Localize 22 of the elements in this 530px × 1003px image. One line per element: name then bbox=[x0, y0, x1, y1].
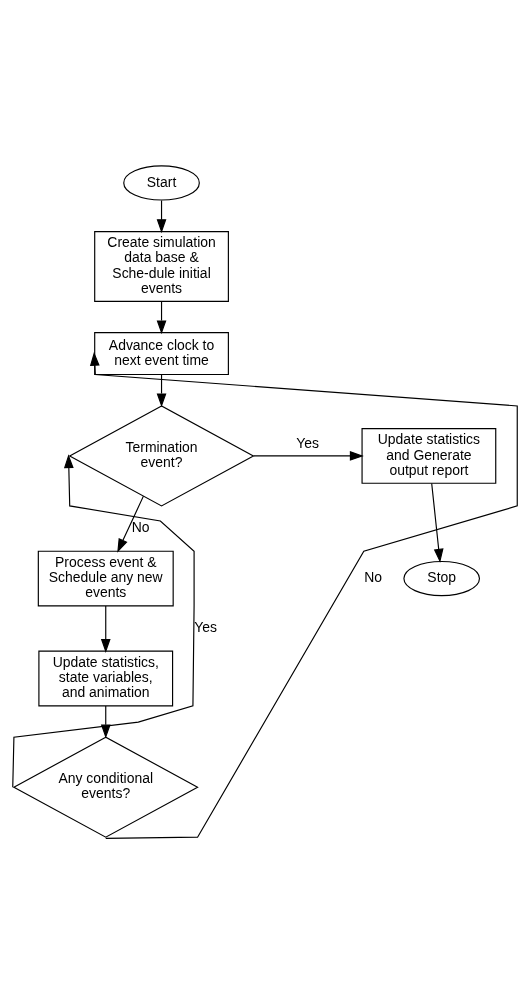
node-box: Advance clock to next event time bbox=[94, 331, 229, 375]
arrow bbox=[156, 373, 167, 407]
arrow bbox=[89, 351, 518, 839]
arrow bbox=[12, 453, 195, 788]
node-ellipse: Stop bbox=[403, 560, 481, 596]
edge-label: No bbox=[131, 518, 150, 535]
edge-label: Yes bbox=[194, 618, 218, 635]
node-diamond: Termination event? bbox=[68, 404, 255, 507]
arrow bbox=[100, 604, 111, 653]
node-box: Update statistics and Generate output report bbox=[361, 427, 497, 484]
node-ellipse: Start bbox=[123, 164, 200, 201]
arrow bbox=[252, 450, 364, 461]
node-box: Process event & Schedule any new events bbox=[37, 550, 174, 606]
arrow bbox=[117, 495, 144, 553]
arrow bbox=[156, 199, 167, 233]
edge-label: No bbox=[364, 568, 383, 585]
arrow bbox=[431, 482, 444, 563]
edge-label: Yes bbox=[296, 434, 320, 451]
arrow bbox=[156, 300, 167, 334]
node-diamond: Any conditional events? bbox=[12, 736, 199, 838]
node-box: Update statistics, state variables, and animation bbox=[38, 650, 174, 706]
node-box: Create simulation data base & Sche-dule initial events bbox=[94, 230, 229, 302]
